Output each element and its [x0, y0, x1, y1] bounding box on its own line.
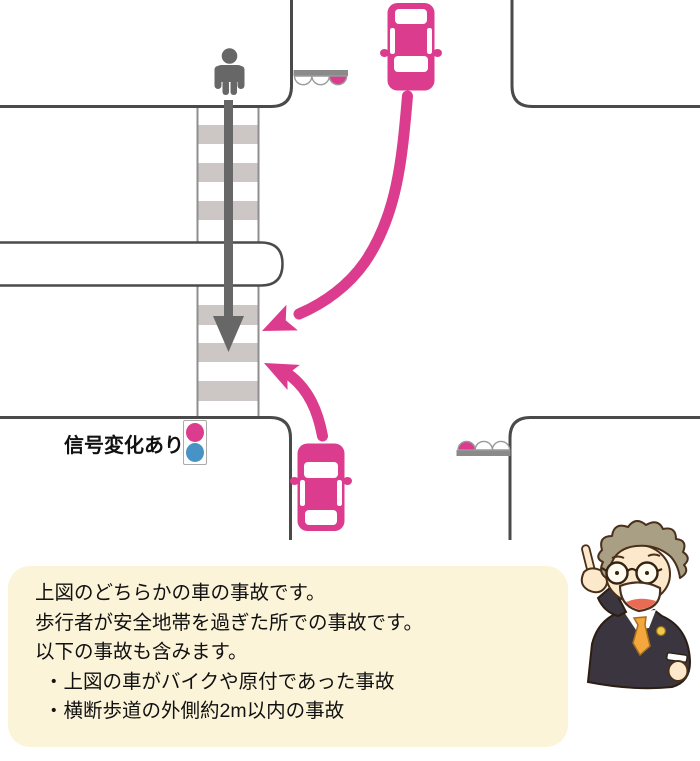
- car-path-arrow-lower: [264, 363, 328, 442]
- traffic-signal-icon: [183, 420, 207, 465]
- right-eye: [645, 571, 649, 575]
- road-corner-top-right: [510, 0, 700, 108]
- description-line: ・上図の車がバイクや原付であった事故: [44, 670, 395, 693]
- road-edges: [0, 0, 700, 540]
- necktie: [632, 616, 651, 657]
- road-corner-bottom-right: [508, 416, 700, 540]
- pedestrian-signal-right-icon: [456, 440, 511, 456]
- left-hand: [580, 567, 609, 594]
- description-line: ・横断歩道の外側約2m以内の事故: [44, 700, 345, 722]
- intersection-scene: [0, 0, 700, 540]
- road-corner-bottom-left: [0, 416, 292, 540]
- car-bottom-icon: [290, 443, 352, 531]
- left-eye: [615, 571, 619, 575]
- pedestrian-signal-top-icon: [293, 70, 348, 86]
- right-fist: [667, 660, 689, 682]
- signal-blue-lamp: [186, 443, 204, 462]
- hair: [597, 520, 689, 579]
- pedestrian-path-arrow: [213, 100, 244, 352]
- description-line: 上図のどちらかの車の事故です。: [35, 582, 326, 604]
- lapel-badge: [655, 625, 667, 637]
- signal-change-label: 信号変化あり: [64, 435, 184, 457]
- description-line: 以下の事故も含みます。: [35, 641, 248, 663]
- accident-description-box: 上図のどちらかの車の事故です。 歩行者が安全地帯を過ぎた所での事故です。 以下の…: [8, 566, 568, 747]
- description-line: 歩行者が安全地帯を過ぎた所での事故です。: [35, 611, 424, 634]
- car-top-icon: [380, 3, 442, 91]
- eyebrows: [611, 553, 661, 559]
- road-corner-top-left: [0, 0, 293, 108]
- pedestrian-icon: [214, 48, 245, 95]
- tongue: [626, 598, 656, 610]
- car-path-arrow-upper: [262, 90, 413, 331]
- signal-red-lamp: [186, 423, 204, 442]
- lawyer-character: [580, 520, 692, 690]
- safety-zone-median: [0, 241, 284, 287]
